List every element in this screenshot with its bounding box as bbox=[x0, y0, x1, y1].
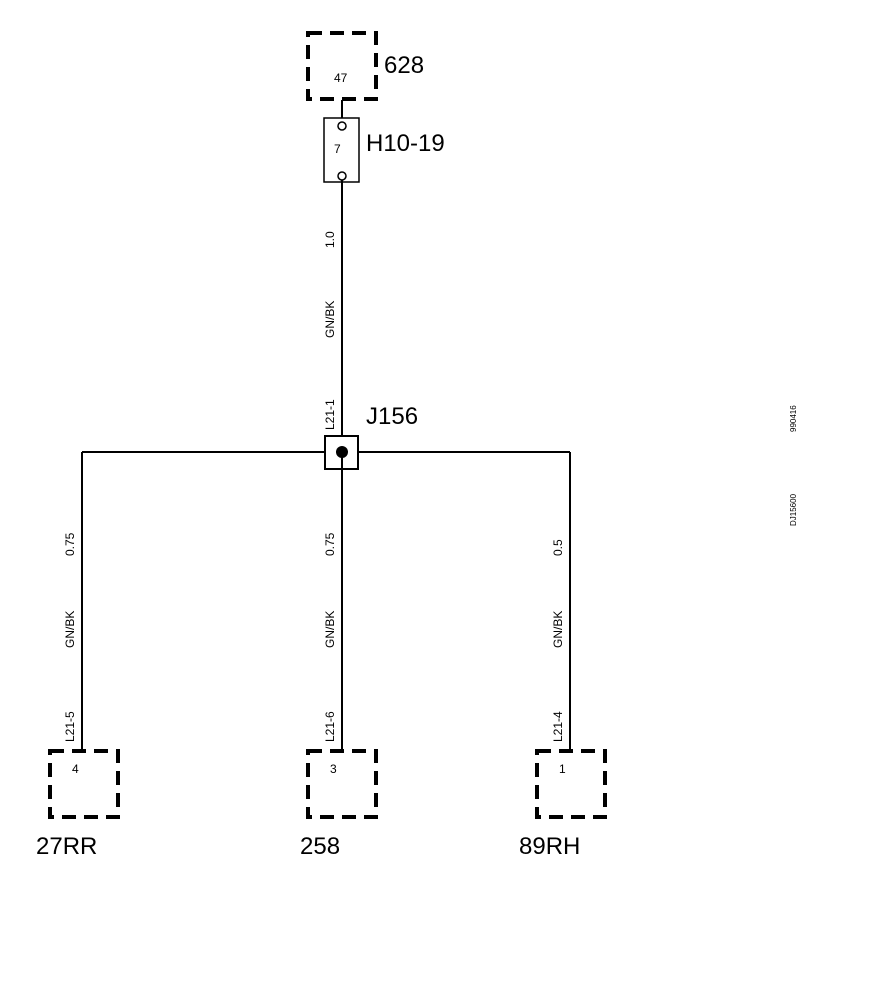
junction-j156-label: J156 bbox=[366, 403, 418, 430]
connector-27rr-label: 27RR bbox=[36, 833, 97, 860]
branch-left-label: L21-5 bbox=[63, 711, 77, 742]
connector-628-label: 628 bbox=[384, 52, 424, 79]
branch-right-label: L21-4 bbox=[551, 711, 565, 742]
connector-258-label: 258 bbox=[300, 833, 340, 860]
connector-h10-19-bottom-terminal bbox=[337, 171, 347, 181]
branch-right-size: 0.5 bbox=[551, 539, 565, 556]
branch-middle-size: 0.75 bbox=[323, 532, 337, 556]
connector-258-pin: 3 bbox=[330, 762, 337, 776]
connector-h10-19-label: H10-19 bbox=[366, 130, 445, 157]
connector-89rh-label: 89RH bbox=[519, 833, 580, 860]
side-code-1: 990416 bbox=[789, 405, 798, 432]
side-code-2: DJ15600 bbox=[789, 493, 798, 526]
connector-27rr-pin: 4 bbox=[72, 762, 79, 776]
branch-middle-color: GN/BK bbox=[323, 611, 337, 648]
main-wire-size: 1.0 bbox=[323, 231, 337, 248]
connector-89rh-box[interactable] bbox=[535, 749, 607, 819]
branch-left-color: GN/BK bbox=[63, 611, 77, 648]
branch-left-size: 0.75 bbox=[63, 532, 77, 556]
connector-h10-19-pin: 7 bbox=[334, 142, 341, 156]
main-wire-color: GN/BK bbox=[323, 301, 337, 338]
branch-right-color: GN/BK bbox=[551, 611, 565, 648]
connector-258-box[interactable] bbox=[306, 749, 378, 819]
connector-89rh-pin: 1 bbox=[559, 762, 566, 776]
connector-628-box[interactable] bbox=[306, 31, 378, 101]
connector-27rr-box[interactable] bbox=[48, 749, 120, 819]
connector-628-pin: 47 bbox=[334, 71, 348, 85]
main-wire-label: L21-1 bbox=[323, 399, 337, 430]
branch-middle-label: L21-6 bbox=[323, 711, 337, 742]
connector-h10-19-top-terminal bbox=[337, 121, 347, 131]
